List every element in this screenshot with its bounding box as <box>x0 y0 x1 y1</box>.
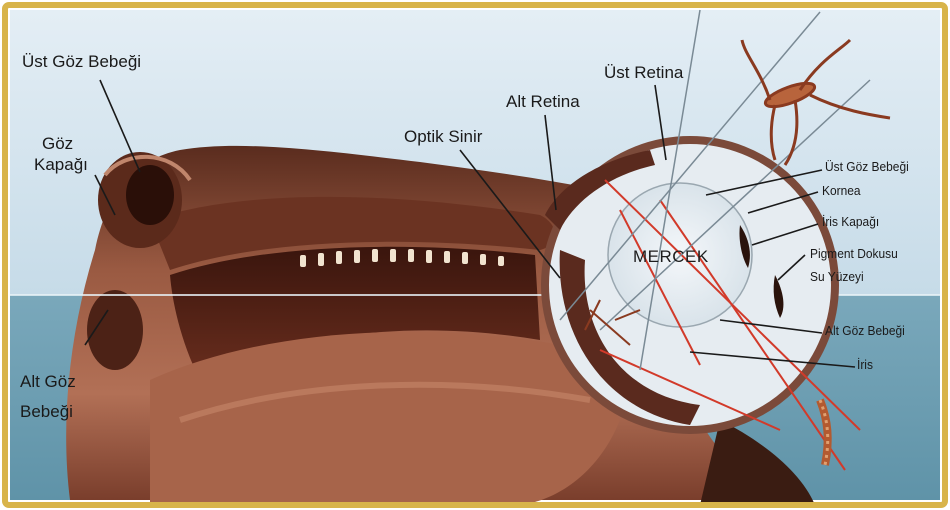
label-goz-kapagi-line2: Kapağı <box>34 155 88 175</box>
label-optik-sinir: Optik Sinir <box>404 127 482 147</box>
label-su-yuzeyi: Su Yüzeyi <box>810 270 864 285</box>
label-alt-goz-bebegi-left-line1: Alt Göz <box>20 372 76 392</box>
eye-cross-section <box>545 140 835 430</box>
label-alt-goz-bebegi-left-line2: Bebeği <box>20 402 73 422</box>
label-mercek: MERCEK <box>633 247 709 267</box>
label-ust-retina: Üst Retina <box>604 63 683 83</box>
label-iris: İris <box>857 358 873 373</box>
label-goz-kapagi-line1: Göz <box>42 134 73 154</box>
label-pigment-dokusu: Pigment Dokusu <box>810 247 898 262</box>
label-alt-goz-bebegi-right: Alt Göz Bebeği <box>825 324 905 339</box>
label-kornea: Kornea <box>822 184 861 199</box>
label-ust-goz-bebegi-right: Üst Göz Bebeği <box>825 160 909 175</box>
label-alt-retina: Alt Retina <box>506 92 580 112</box>
label-iris-kapagi: İris Kapağı <box>822 215 879 230</box>
label-ust-goz-bebegi-left: Üst Göz Bebeği <box>22 52 141 72</box>
